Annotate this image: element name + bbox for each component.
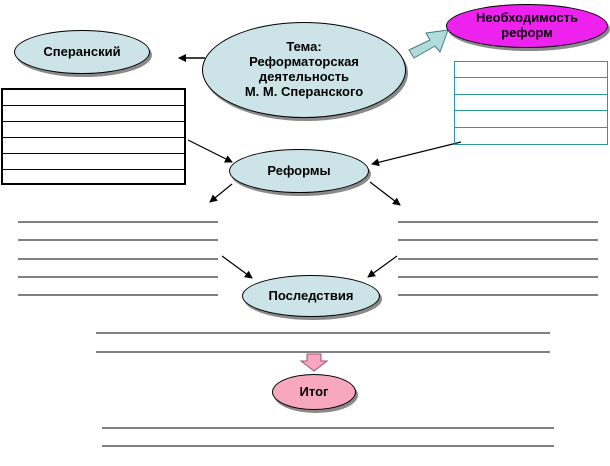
topic-line-1: Тема: <box>286 39 322 55</box>
table-row <box>3 154 184 170</box>
speransky-label: Сперанский <box>43 43 121 59</box>
reforms-label: Реформы <box>267 162 331 178</box>
topic-text: Тема: Реформаторская деятельность М. М. … <box>244 39 364 100</box>
necessity-line-2: реформ <box>501 25 553 40</box>
topic-line-4: М. М. Сперанского <box>244 83 364 99</box>
table-row <box>3 106 184 122</box>
result-node: Итог <box>272 374 356 410</box>
block-arrow-down-to-result <box>299 353 329 372</box>
table-row <box>455 78 607 95</box>
arrow-right-grid-to-reforms <box>371 141 462 167</box>
necessity-node: Необходимость реформ <box>446 4 608 48</box>
arrow-right-lines-to-consequences <box>367 255 398 278</box>
table-row <box>3 90 184 106</box>
necessity-text: Необходимость реформ <box>476 10 578 41</box>
arrow-reforms-to-right-lines <box>369 181 401 206</box>
arrow-left-lines-to-consequences <box>221 255 253 279</box>
arrow-reforms-to-left-lines <box>209 183 233 203</box>
table-row <box>3 170 184 186</box>
arrow-left-grid-to-reforms <box>187 139 233 163</box>
consequences-label: Последствия <box>268 287 354 303</box>
table-row <box>455 62 607 79</box>
reforms-node: Реформы <box>229 149 369 193</box>
table-row <box>455 95 607 112</box>
table-row <box>455 111 607 128</box>
table-row <box>455 128 607 144</box>
consequences-node: Последствия <box>242 275 380 317</box>
topic-node: Тема: Реформаторская деятельность М. М. … <box>202 22 406 118</box>
result-label: Итог <box>299 383 329 399</box>
necessity-line-1: Необходимость <box>476 10 578 26</box>
table-row <box>3 138 184 154</box>
table-row <box>3 122 184 138</box>
topic-line-2: Реформаторская <box>249 54 359 70</box>
topic-line-3: деятельность <box>258 69 350 84</box>
necessity-blank-table <box>454 61 608 145</box>
speransky-node: Сперанский <box>14 30 150 74</box>
block-arrow-topic-to-necessity <box>408 29 449 59</box>
speransky-blank-table <box>1 88 186 185</box>
